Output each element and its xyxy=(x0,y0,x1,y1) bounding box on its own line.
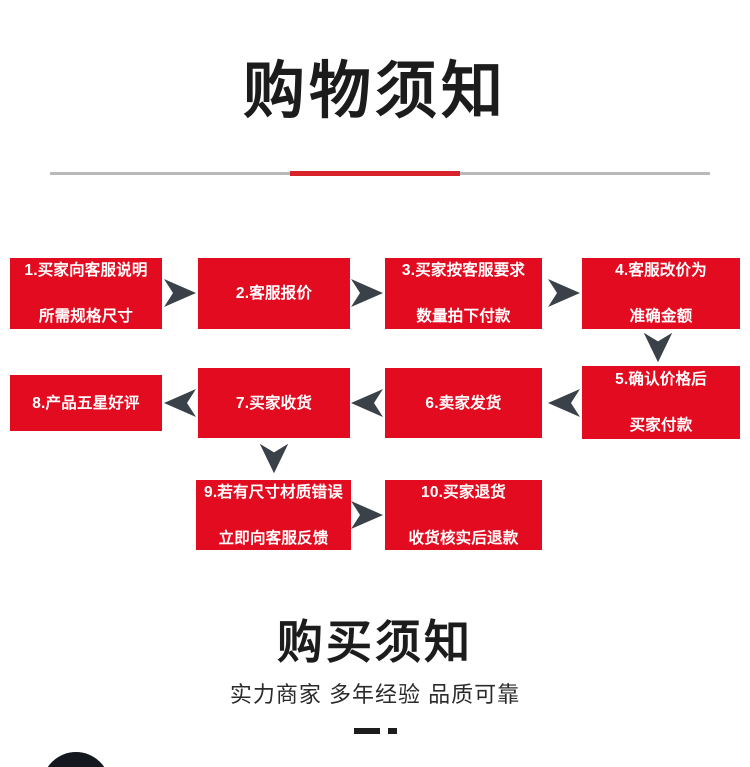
title-divider xyxy=(50,171,710,176)
flow-step-9-line1: 9.若有尺寸材质错误 xyxy=(204,483,343,501)
arrow-right-icon-2 xyxy=(347,273,387,313)
dash-long xyxy=(353,728,380,734)
arrow-right-icon-1 xyxy=(160,273,200,313)
flow-step-2-line1: 2.客服报价 xyxy=(235,285,313,302)
flow-step-3-line2: 数量拍下付款 xyxy=(416,308,511,325)
flow-step-2[interactable]: 2.客服报价 xyxy=(198,258,350,329)
footer-title: 购买须知 xyxy=(277,616,473,668)
arrow-left-icon-2 xyxy=(347,383,387,423)
flow-step-5-line1: 5.确认价格后 xyxy=(615,371,707,388)
bottom-circle-decoration xyxy=(42,752,110,767)
flow-step-6-line1: 6.卖家发货 xyxy=(425,394,502,412)
flow-step-4-line2: 准确金额 xyxy=(629,308,693,325)
flow-step-8[interactable]: 8.产品五星好评 xyxy=(10,375,162,431)
flow-step-3-line1: 3.买家按客服要求 xyxy=(401,262,526,279)
arrow-down-icon-2 xyxy=(255,440,293,478)
flow-step-7-line1: 7.买家收货 xyxy=(235,394,313,412)
flow-step-5[interactable]: 5.确认价格后 买家付款 xyxy=(582,366,740,439)
flow-step-1-line1: 1.买家向客服说明 xyxy=(24,262,148,279)
flow-step-10-line2: 收货核实后退款 xyxy=(408,529,519,547)
flow-step-3[interactable]: 3.买家按客服要求 数量拍下付款 xyxy=(385,258,542,329)
flow-step-4-line1: 4.客服改价为 xyxy=(615,262,707,279)
flow-step-10[interactable]: 10.买家退货 收货核实后退款 xyxy=(385,480,542,550)
page-title: 购物须知 xyxy=(242,57,507,126)
flow-step-6[interactable]: 6.卖家发货 xyxy=(385,368,542,438)
dash-decoration-icon xyxy=(0,724,750,738)
flow-step-8-line1: 8.产品五星好评 xyxy=(32,394,140,412)
flow-step-5-line2: 买家付款 xyxy=(629,417,693,434)
flow-step-1-line2: 所需规格尺寸 xyxy=(38,308,134,325)
arrow-down-icon-1 xyxy=(639,329,677,367)
dash-short xyxy=(387,728,397,734)
arrow-left-icon-3 xyxy=(160,383,200,423)
flow-step-1[interactable]: 1.买家向客服说明 所需规格尺寸 xyxy=(10,258,162,329)
flow-step-9[interactable]: 9.若有尺寸材质错误 立即向客服反馈 xyxy=(196,480,351,550)
flow-step-9-line2: 立即向客服反馈 xyxy=(218,529,329,547)
title-divider-accent xyxy=(290,171,460,176)
arrow-right-icon-3 xyxy=(544,273,584,313)
footer-subtitle: 实力商家 多年经验 品质可靠 xyxy=(229,682,521,707)
flow-step-10-line1: 10.买家退货 xyxy=(421,483,506,501)
arrow-right-icon-4 xyxy=(347,495,387,535)
flow-step-4[interactable]: 4.客服改价为 准确金额 xyxy=(582,258,740,329)
flow-step-7[interactable]: 7.买家收货 xyxy=(198,368,350,438)
arrow-left-icon-1 xyxy=(544,383,584,423)
